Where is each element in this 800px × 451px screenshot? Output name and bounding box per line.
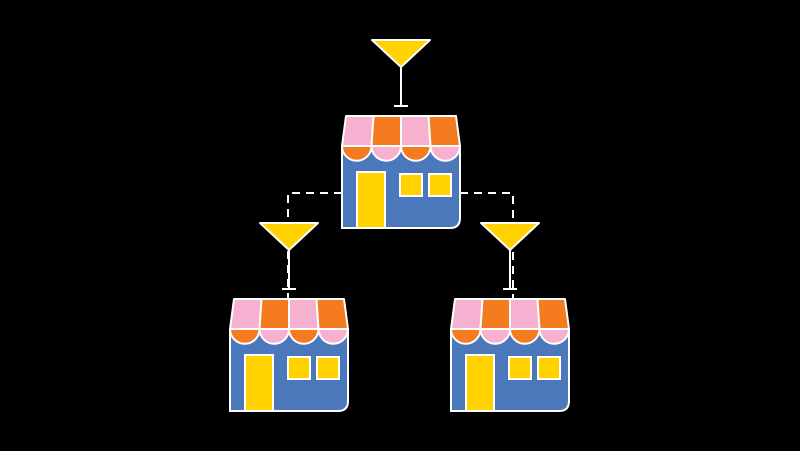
store-window: [537, 356, 561, 380]
awning-stripe: [258, 298, 290, 330]
awning-stripe: [450, 298, 484, 330]
awning-stripe: [479, 298, 511, 330]
awning-stripe: [400, 115, 432, 147]
storefront-icon: [449, 298, 571, 412]
store-door: [356, 171, 386, 229]
store-right: [449, 222, 571, 412]
awning-stripe: [536, 298, 570, 330]
awning-stripe: [509, 298, 541, 330]
awning-stripe: [315, 298, 349, 330]
store-window: [399, 173, 423, 197]
awning-stripe: [341, 115, 375, 147]
storefront-icon: [340, 115, 462, 229]
awning: [450, 298, 570, 330]
awning-stripe: [229, 298, 263, 330]
wifi-antenna-icon: [259, 222, 319, 290]
dashed-connector-store-left: [287, 192, 342, 299]
store-window: [428, 173, 452, 197]
dashed-connector-store-right: [460, 192, 514, 299]
valance-scallop: [317, 328, 350, 345]
awning-stripe: [288, 298, 320, 330]
store-window: [508, 356, 532, 380]
store-door: [244, 354, 274, 412]
awning-valance: [340, 145, 462, 162]
antenna-dish: [480, 222, 540, 251]
store-door: [465, 354, 495, 412]
store-top: [340, 39, 462, 229]
antenna-dish: [259, 222, 319, 251]
valance-scallop: [538, 328, 571, 345]
awning-stripe: [370, 115, 402, 147]
awning-stripe: [427, 115, 461, 147]
storefront-icon: [228, 298, 350, 412]
store-window: [287, 356, 311, 380]
valance-scallop: [429, 145, 462, 162]
awning-valance: [228, 328, 350, 345]
wifi-antenna-icon: [371, 39, 431, 107]
wifi-antenna-icon: [480, 222, 540, 290]
store-left: [228, 222, 350, 412]
awning-valance: [449, 328, 571, 345]
awning: [341, 115, 461, 147]
antenna-dish: [371, 39, 431, 68]
awning: [229, 298, 349, 330]
store-window: [316, 356, 340, 380]
